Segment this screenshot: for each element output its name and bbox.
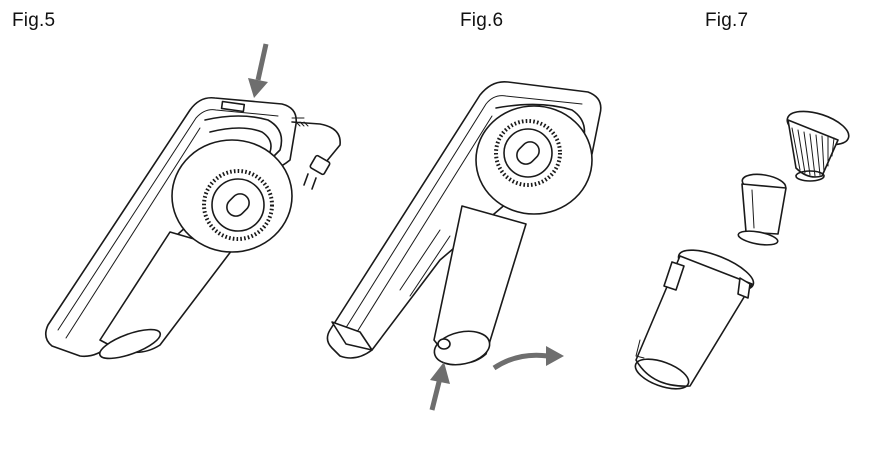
fig7-dust-cup <box>634 249 755 390</box>
fig5-charger-cord <box>291 121 341 163</box>
fig7-filter-holder <box>737 173 787 246</box>
fig6-rail <box>399 229 451 297</box>
fig7-holder-body <box>741 183 787 235</box>
fig5-handle-inner-line-2 <box>65 127 201 339</box>
fig5-press-down-arrow <box>248 43 269 98</box>
fig5-plug-prong-2 <box>311 177 317 190</box>
fig5-plug-body <box>309 154 331 176</box>
fig5-grip-loop <box>204 115 283 169</box>
fig6-nozzle-end <box>331 321 373 351</box>
fig5-dust-cup-bottom <box>98 328 162 360</box>
fig7-pleated-filter <box>786 110 850 182</box>
fig5-fan-button <box>226 193 250 217</box>
fig5-cord-strain-relief <box>291 117 309 127</box>
fig7-exploded-view <box>634 110 850 390</box>
fig7-filter-pleats <box>791 127 835 177</box>
fig5-handle-inner-line <box>57 109 279 331</box>
fig7-hinge-tab <box>737 277 751 299</box>
fig7-filter-body <box>787 119 839 178</box>
fig7-label: Fig.7 <box>705 10 749 31</box>
fig6-fan-button <box>516 141 540 165</box>
fig6-vacuum-illustration <box>326 80 602 411</box>
fig6-release-button <box>437 338 451 350</box>
fig6-press-up-arrow <box>429 362 450 411</box>
fig5-label: Fig.5 <box>12 10 56 31</box>
fig7-holder-detail <box>751 189 755 229</box>
fig6-rotate-arrow <box>492 346 564 371</box>
fig6-handle-inner-line <box>341 95 583 335</box>
fig6-label: Fig.6 <box>460 10 504 31</box>
fig7-dust-cup-bottom <box>634 358 690 390</box>
fig6-handle-inner-line-2 <box>351 115 493 341</box>
fig5-plug-prong-1 <box>303 173 309 186</box>
fig5-vacuum-illustration <box>44 43 341 360</box>
fig7-bottom-notch <box>635 339 645 359</box>
fig7-filter-bottom <box>795 170 825 182</box>
fig7-holder-flange <box>737 230 779 246</box>
fig5-switch <box>220 100 246 113</box>
fig7-latch-tab <box>663 261 685 291</box>
fig5-grip-loop-inner <box>209 127 272 153</box>
